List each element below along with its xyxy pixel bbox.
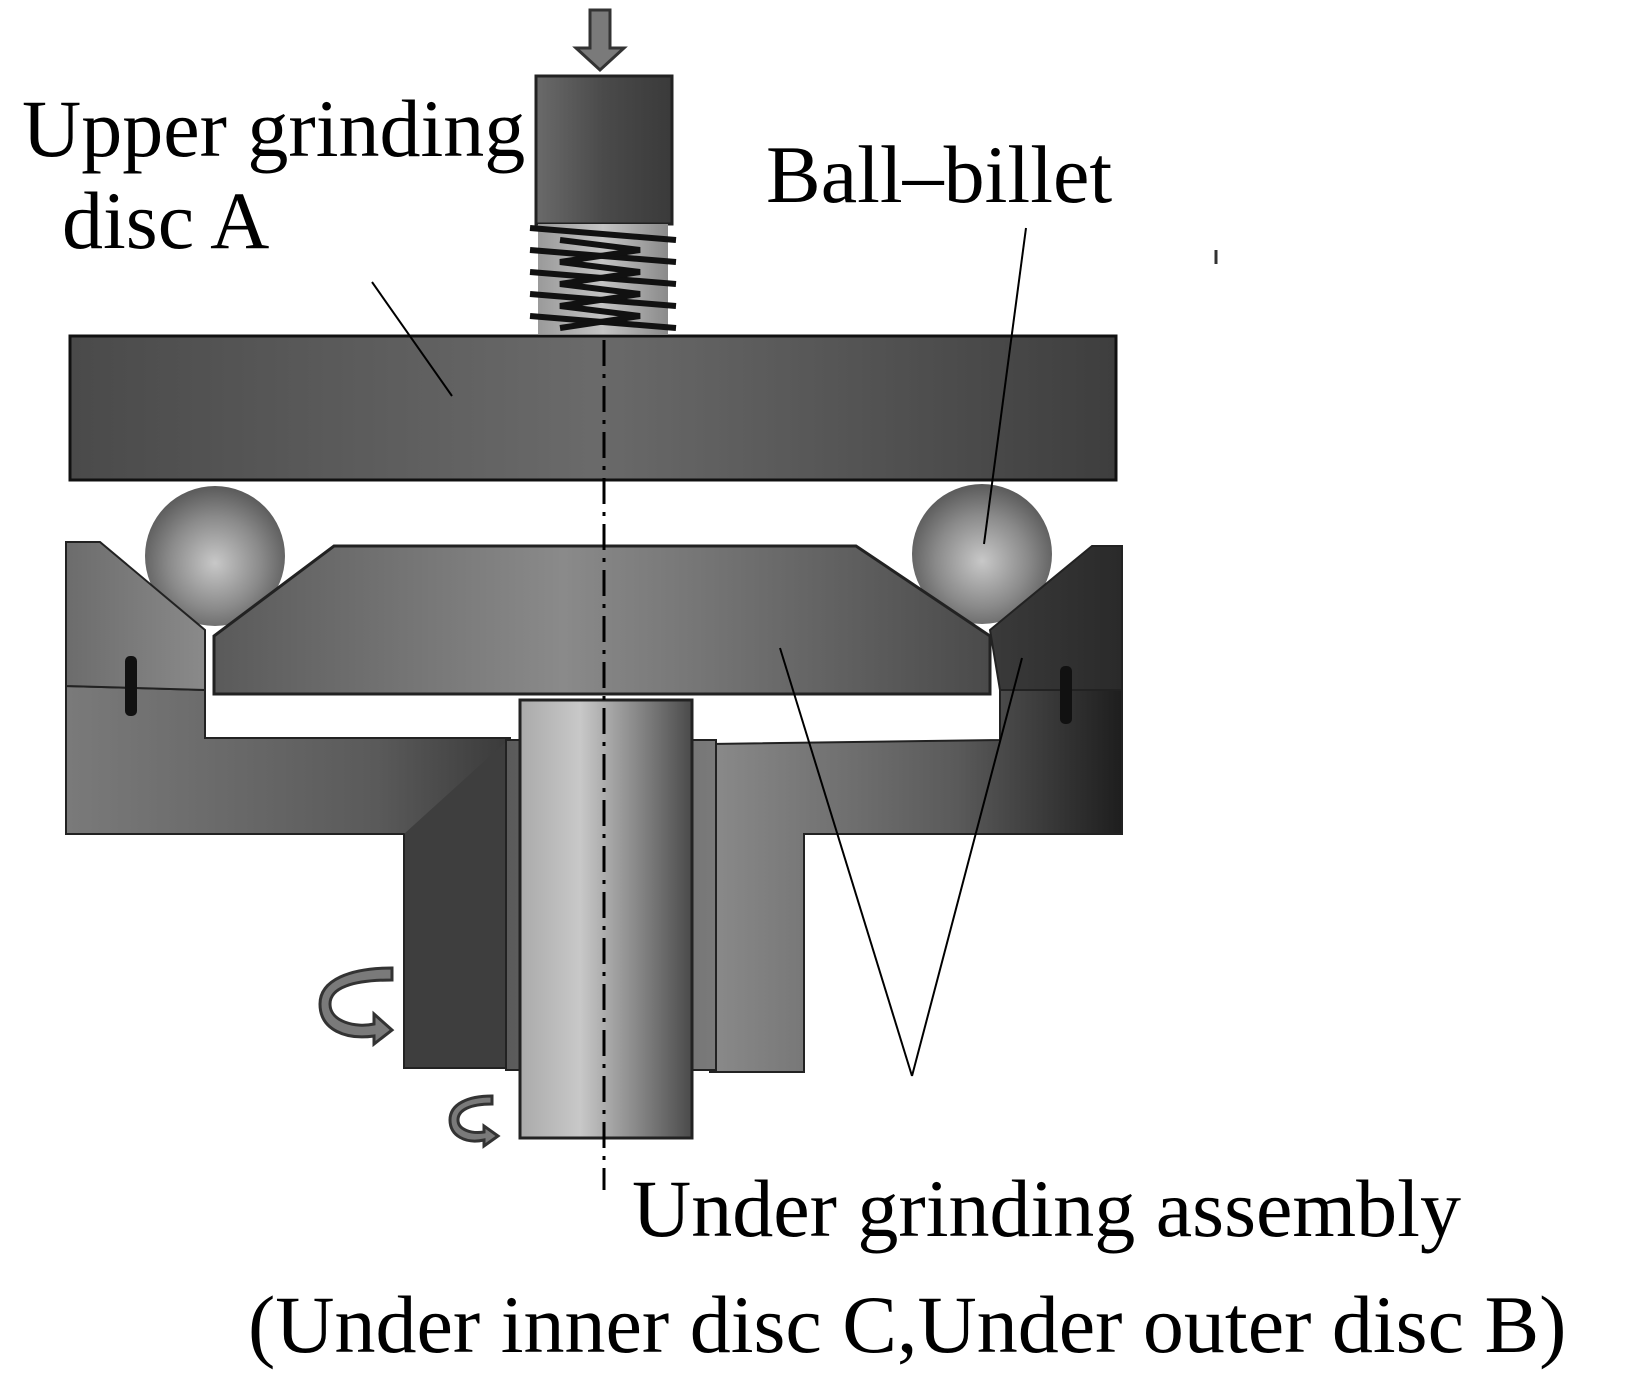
ball-billet-right (912, 484, 1052, 624)
upper-grinding-disc-a (68, 334, 1118, 482)
under-inner-disc-c (212, 544, 992, 696)
rotation-arrow-icon (448, 1094, 501, 1149)
down-arrow-icon (572, 8, 628, 73)
upper-disc-label-line2: disc A (62, 175, 270, 266)
compression-spring (529, 224, 677, 334)
drive-shaft (518, 698, 694, 1140)
plunger-rod (534, 74, 674, 226)
ball-billet-label: Ball–billet (766, 129, 1113, 220)
leader-lines (371, 227, 1027, 1077)
rotation-arrow-icon (318, 966, 395, 1048)
under-outer-disc-b (65, 541, 1123, 1073)
upper-disc-label-line1: Upper grinding (22, 83, 526, 174)
under-assembly-label-line1: Under grinding assembly (632, 1163, 1461, 1254)
ball-billet-left (145, 486, 285, 626)
under-assembly-label-line2: (Under inner disc C,Under outer disc B) (248, 1279, 1567, 1370)
